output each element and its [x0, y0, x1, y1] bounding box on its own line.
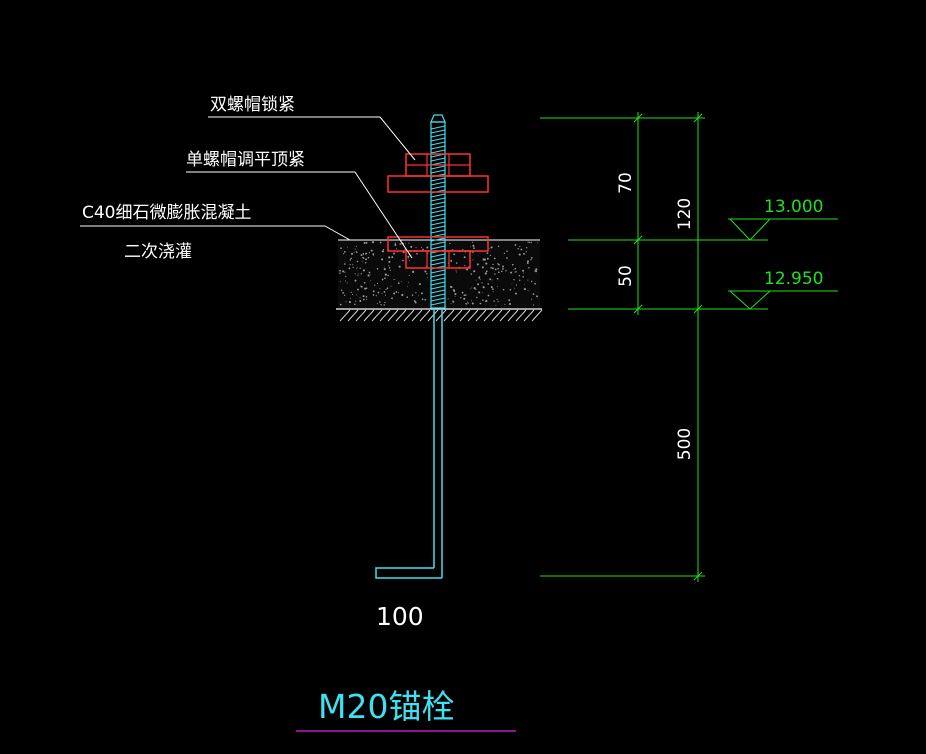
- label-double-nut: 双螺帽锁紧: [210, 95, 295, 115]
- dimension-500: 500: [675, 428, 695, 460]
- dimension-120: 120: [675, 198, 695, 230]
- leader-lines: [186, 116, 416, 259]
- single-nut: [387, 236, 489, 269]
- drawing-title: M20锚栓: [318, 687, 454, 726]
- elevation-marker-bottom: [700, 290, 838, 310]
- label-hook-length: 100: [376, 602, 424, 631]
- elevation-bottom: 12.950: [764, 269, 823, 289]
- elevation-top: 13.000: [764, 197, 823, 217]
- dimension-70: 70: [616, 172, 636, 194]
- concrete-stipple: [339, 241, 539, 306]
- label-grout-line1: C40细石微膨胀混凝土: [82, 203, 252, 223]
- dimension-lines: [540, 112, 705, 582]
- label-grout-line2: 二次浇灌: [124, 242, 192, 262]
- dimension-50: 50: [616, 265, 636, 287]
- anchor-bolt: [375, 114, 446, 579]
- ground-hatch: [336, 308, 543, 322]
- double-nut: [387, 153, 489, 193]
- elevation-marker-top: [700, 218, 838, 241]
- grout-concrete-block: [80, 225, 540, 308]
- label-single-nut: 单螺帽调平顶紧: [186, 150, 305, 170]
